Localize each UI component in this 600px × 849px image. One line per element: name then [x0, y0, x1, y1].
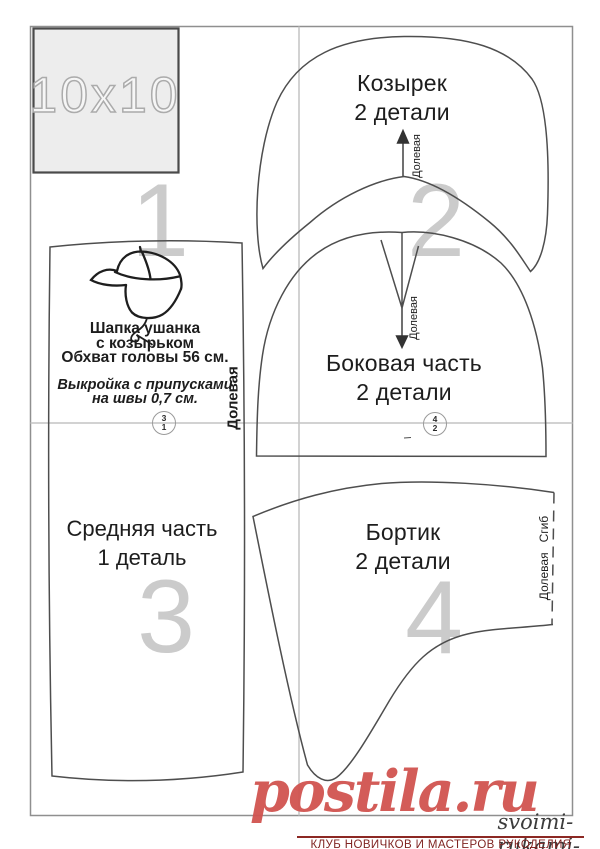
- hat-illustration: [89, 245, 183, 346]
- info-hat-name-1: Шапка ушанка: [89, 320, 201, 337]
- info-seam-note-1: Выкройка с припусками: [57, 377, 233, 393]
- middle-title: Средняя часть: [66, 516, 218, 541]
- scale-square: [32, 27, 180, 174]
- brim-title: Бортик: [365, 519, 441, 545]
- match-marker-right-top: 4: [432, 414, 438, 424]
- hat-ear-flap: [124, 283, 183, 320]
- side-qty: 2 детали: [356, 379, 452, 405]
- middle-part-outline: [47, 240, 246, 782]
- page-number-3: 3: [137, 559, 195, 675]
- scale-square-label: 10x10: [29, 66, 181, 124]
- visor-title: Козырек: [356, 70, 448, 96]
- hat-tie-string: [130, 317, 153, 346]
- info-hat-name-2: с козырьком: [96, 335, 194, 352]
- hat-visor: [89, 268, 128, 287]
- info-seam-note-2: на швы 0,7 см.: [92, 391, 198, 407]
- brim-outline: [252, 481, 555, 782]
- hat-crown: [115, 250, 183, 291]
- match-marker-right-bottom: 2: [432, 423, 438, 433]
- tick-mark: [403, 436, 412, 439]
- info-head-size: Обхват головы 56 см.: [61, 349, 229, 366]
- side-title: Боковая часть: [326, 350, 482, 376]
- match-marker-left-top: 3: [161, 413, 167, 423]
- page-number-4: 4: [405, 560, 463, 676]
- visor-grainline-arrowhead: [396, 128, 410, 144]
- match-marker-right: 4 2: [423, 412, 447, 436]
- brim-fold-edge-dashed: [551, 492, 555, 625]
- side-grainline-label: Долевая: [408, 296, 420, 340]
- match-marker-left-bottom: 1: [161, 422, 167, 432]
- middle-qty: 1 деталь: [97, 545, 187, 570]
- page-border: [29, 25, 574, 817]
- match-marker-left: 3 1: [152, 411, 176, 435]
- visor-outline: [256, 35, 549, 273]
- visor-qty: 2 детали: [354, 99, 450, 125]
- watermark-divider-line: [297, 836, 584, 838]
- brim-fold-label: Долевая Сгиб: [537, 515, 551, 601]
- side-part-dart: [380, 233, 420, 309]
- hat-band-seam: [113, 245, 181, 281]
- middle-grainline-label: Долевая: [224, 366, 242, 430]
- brim-qty: 2 детали: [355, 548, 451, 574]
- side-grainline-arrowhead: [395, 335, 409, 350]
- watermark-club-caption: КЛУБ НОВИЧКОВ И МАСТЕРОВ РУКОДЕЛИЯ: [310, 839, 572, 849]
- side-part-outline: [255, 231, 547, 458]
- watermark-postila: postila.ru: [250, 758, 540, 825]
- visor-grainline-label: Долевая: [411, 134, 423, 178]
